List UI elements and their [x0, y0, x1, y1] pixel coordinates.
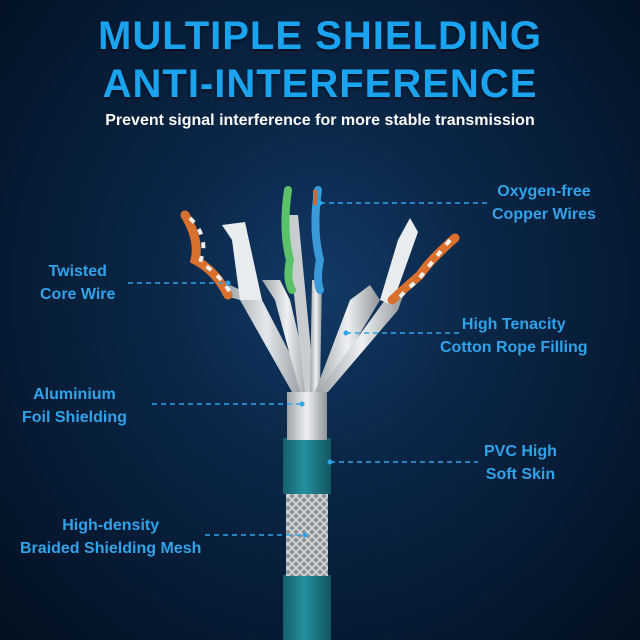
label-twisted-line2: Core Wire [40, 286, 116, 303]
label-twisted-line1: Twisted [48, 263, 107, 280]
subtitle: Prevent signal interference for more sta… [105, 112, 535, 129]
label-high-tenacity: High Tenacity Cotton Rope Filling [440, 313, 588, 359]
pvc-jacket-upper [283, 438, 331, 494]
label-twisted-core-wire: Twisted Core Wire [40, 260, 115, 306]
label-pvc-line1: PVC High [484, 443, 557, 460]
title-line-2: ANTI-INTERFERENCE [102, 62, 538, 106]
twisted-wires [180, 186, 460, 305]
leader-lines [128, 202, 488, 536]
label-aluminium-foil: Aluminium Foil Shielding [22, 383, 127, 429]
label-braid-line1: High-density [62, 517, 160, 534]
label-aluminium-line1: Aluminium [33, 386, 116, 403]
label-aluminium-line2: Foil Shielding [22, 409, 127, 426]
label-oxygen-free-line1: Oxygen-free [497, 183, 591, 200]
label-pvc-soft-skin: PVC High Soft Skin [484, 440, 557, 486]
label-tenacity-line1: High Tenacity [461, 316, 566, 333]
label-braid-line2: Braided Shielding Mesh [20, 540, 202, 557]
label-oxygen-free-line2: Copper Wires [492, 206, 596, 223]
foil-band [287, 392, 327, 440]
title-line-1: MULTIPLE SHIELDING [98, 14, 542, 58]
leader-dots [225, 200, 349, 538]
label-braided-mesh: High-density Braided Shielding Mesh [20, 514, 201, 560]
pvc-jacket-lower [283, 575, 331, 640]
label-tenacity-line2: Cotton Rope Filling [440, 339, 588, 356]
label-pvc-line2: Soft Skin [485, 466, 556, 483]
label-oxygen-free-copper: Oxygen-free Copper Wires [492, 180, 596, 226]
